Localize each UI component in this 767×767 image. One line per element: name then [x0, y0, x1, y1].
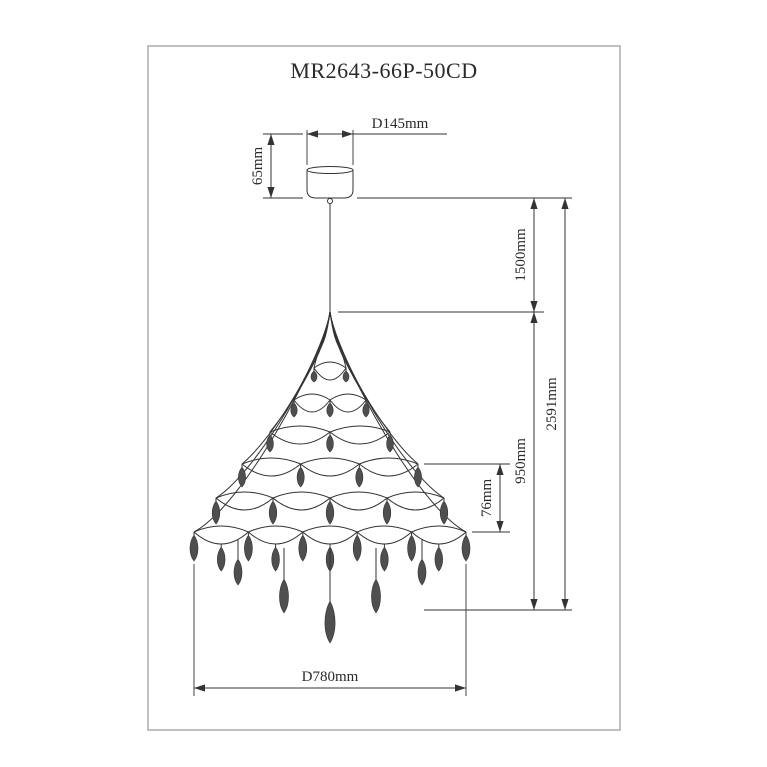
dim-suspension-length: 1500mm [338, 197, 572, 313]
canopy-diameter-label: D145mm [372, 116, 429, 132]
chandelier-line [269, 431, 331, 445]
crystal-drop [233, 558, 243, 586]
chandelier-line [411, 525, 467, 533]
chandelier-line [329, 491, 388, 499]
ceiling-canopy [306, 166, 354, 204]
chandelier-line [269, 425, 331, 433]
chandelier-line [329, 311, 467, 533]
suspension-length-label: 1500mm [513, 228, 529, 282]
crystal-drop [271, 546, 280, 572]
dim-canopy-diameter: D145mm [306, 116, 447, 165]
crystal-drop [434, 546, 443, 572]
crystal-drop [371, 578, 381, 614]
crystal-drop [310, 370, 318, 383]
crystal-drop [414, 466, 422, 488]
crystal-drop [238, 466, 246, 488]
chandelier-line [215, 311, 331, 499]
crystal-drop [217, 546, 226, 572]
chandelier-body [189, 311, 471, 644]
chandelier-line [248, 525, 304, 533]
crystal-drop [355, 466, 364, 488]
chandelier-line [215, 491, 274, 499]
chandelier-line [329, 311, 445, 499]
crystal-drop [189, 534, 199, 562]
model-number-title: MR2643-66P-50CD [290, 58, 477, 83]
chandelier-line [241, 457, 301, 465]
chandelier-line [248, 531, 304, 545]
crystal-drop [298, 534, 308, 562]
chandelier-line [329, 311, 367, 401]
chandelier-line [329, 431, 391, 445]
chandelier-line [293, 393, 331, 401]
chandelier-line [356, 531, 412, 545]
chandelier-line [272, 497, 331, 511]
crystal-drop [382, 500, 392, 525]
canopy-height-label: 65mm [250, 147, 266, 186]
chandelier-line [193, 531, 249, 545]
chandelier-line [293, 311, 331, 401]
crystal-drop [417, 558, 427, 586]
dim-overall-height: 2591mm [544, 198, 569, 610]
chandelier-line [302, 531, 358, 545]
chandelier-line [269, 311, 331, 433]
chandelier-line [302, 525, 358, 533]
crystal-drop [266, 434, 274, 453]
drawing-border [147, 45, 621, 731]
chandelier-line [329, 393, 367, 401]
chandelier-line [272, 491, 331, 499]
dim-crystal-length: 76mm [424, 463, 510, 533]
crystal-drop [211, 500, 221, 525]
chandelier-line [329, 399, 367, 413]
chandelier-line [313, 361, 347, 369]
canopy-body [306, 170, 354, 199]
body-diameter-label: D780mm [302, 669, 359, 685]
body-height-label: 950mm [513, 438, 529, 484]
chandelier-line [300, 457, 360, 465]
crystal-drop [380, 546, 389, 572]
canopy-stem [327, 198, 333, 204]
chandelier-line [193, 525, 249, 533]
crystal-drop [352, 534, 362, 562]
chandelier-line [215, 497, 274, 511]
chandelier-line [359, 457, 419, 465]
chandelier-line [411, 531, 467, 545]
chandelier-line [329, 425, 391, 433]
crystal-drop [296, 466, 305, 488]
chandelier-line [329, 311, 391, 433]
crystal-drop [407, 534, 416, 562]
chandelier-line [193, 311, 331, 533]
crystal-drop [279, 578, 289, 614]
chandelier-line [356, 525, 412, 533]
crystal-drop [362, 402, 370, 418]
chandelier-line [293, 399, 331, 413]
dim-body-height: 950mm [424, 312, 572, 611]
chandelier-line [313, 367, 347, 381]
crystal-drop [244, 534, 253, 562]
crystal-drop [324, 600, 336, 644]
crystal-drop [290, 402, 298, 418]
overall-height-label: 2591mm [544, 377, 560, 431]
canopy-top [306, 166, 354, 174]
crystal-drop [342, 370, 350, 383]
crystal-drop [439, 500, 449, 525]
chandelier-line [329, 497, 388, 511]
crystal-drop [461, 534, 471, 562]
crystal-drop [386, 434, 394, 453]
chandelier-line [386, 491, 445, 499]
crystal-drop [268, 500, 278, 525]
chandelier-line [359, 463, 419, 477]
chandelier-line [386, 497, 445, 511]
dim-canopy-height: 65mm [250, 133, 303, 199]
crystal-drop [325, 500, 335, 525]
chandelier-line [300, 463, 360, 477]
chandelier-line [241, 463, 301, 477]
crystal-drop [326, 434, 334, 453]
dim-body-diameter: D780mm [193, 564, 467, 696]
crystal-length-label: 76mm [479, 479, 495, 518]
crystal-drop [326, 402, 334, 418]
